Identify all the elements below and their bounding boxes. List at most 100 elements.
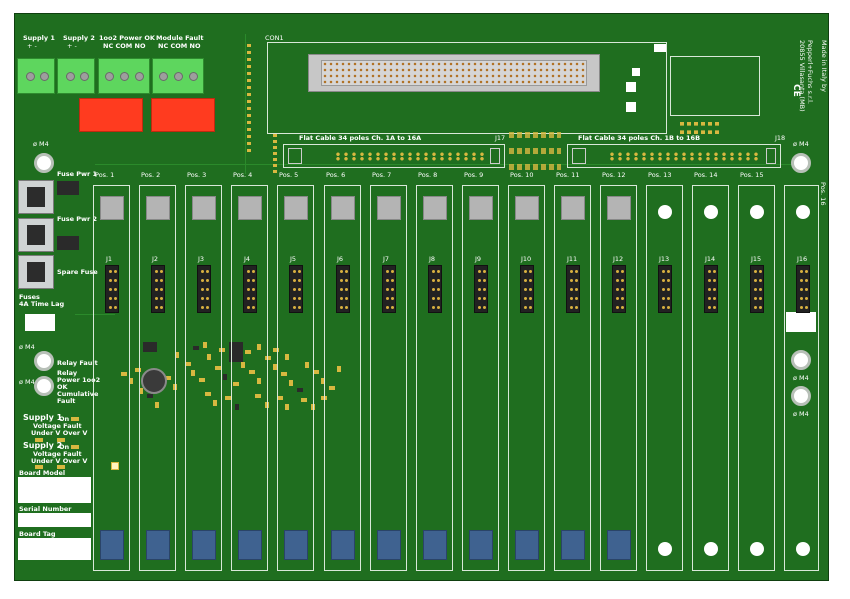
connector-pin <box>155 288 158 291</box>
module-connector <box>612 265 626 313</box>
con1-pad <box>626 82 636 92</box>
connector-pin <box>160 288 163 291</box>
position-label: Pos. 12 <box>602 171 626 179</box>
connector-pin <box>524 279 527 282</box>
connector-pin <box>708 297 711 300</box>
con1-body-outline <box>670 56 760 116</box>
mount-label: ø M4 <box>793 374 809 382</box>
maker-line2: Pepperl+Fuchs s.r.l. <box>806 40 814 104</box>
module-bottom-block <box>238 530 262 560</box>
smd-strip <box>247 44 251 154</box>
relay-power-label-2: Power 1oo2 <box>57 376 101 384</box>
module-bottom-block <box>515 530 539 560</box>
slot-hole <box>704 205 718 219</box>
smd-component <box>223 374 227 380</box>
module-slot <box>277 185 314 571</box>
slot-hole <box>796 205 810 219</box>
position-label: Pos. 13 <box>648 171 672 179</box>
connector-pin <box>252 270 255 273</box>
spare-fuse-label: Spare Fuse <box>57 268 98 276</box>
smd-cluster <box>115 332 345 412</box>
smd-component <box>203 342 207 348</box>
smd-array <box>509 132 561 170</box>
module-connector <box>382 265 396 313</box>
module-connector <box>750 265 764 313</box>
connector-pin <box>298 279 301 282</box>
module-bottom-block <box>331 530 355 560</box>
connector-pin <box>293 297 296 300</box>
smd-component <box>215 366 221 370</box>
terminal-screw <box>135 72 144 81</box>
connector-pin <box>524 297 527 300</box>
smd-component <box>281 372 287 376</box>
ce-mark: CE <box>791 84 801 97</box>
connector-label: J5 <box>290 255 297 263</box>
module-top-block <box>192 196 216 220</box>
connector-pin <box>109 306 112 309</box>
smd-component <box>297 388 303 392</box>
connector-pin <box>114 288 117 291</box>
connector-label: J13 <box>659 255 670 263</box>
module-top-block <box>561 196 585 220</box>
smd-component <box>241 362 245 368</box>
module-fault-pins: NC COM NO <box>158 42 201 50</box>
diode <box>57 236 79 250</box>
connector-pin <box>621 288 624 291</box>
connector-pin <box>109 288 112 291</box>
slot-hole <box>658 542 672 556</box>
j18-latch <box>766 148 776 164</box>
board-tag-field <box>18 538 91 560</box>
label-pad <box>786 312 816 332</box>
module-top-block <box>284 196 308 220</box>
supply1-status-title: Supply 1 <box>23 413 63 422</box>
connector-pin <box>754 288 757 291</box>
smd-component <box>199 378 205 382</box>
module-connector <box>243 265 257 313</box>
connector-pin <box>713 279 716 282</box>
connector-pin <box>293 270 296 273</box>
j17-latch <box>288 148 302 164</box>
module-slot <box>508 185 545 571</box>
module-top-block <box>469 196 493 220</box>
connector-pin <box>109 279 112 282</box>
connector-pin <box>391 306 394 309</box>
con1-outline <box>267 42 667 134</box>
smd-component <box>233 382 239 386</box>
supply2-on-label: On <box>59 443 70 451</box>
power-ok-terminal <box>98 58 150 94</box>
connector-pin <box>621 297 624 300</box>
supply1-polarity: + - <box>27 42 37 50</box>
module-top-block <box>100 196 124 220</box>
mounting-hole <box>34 351 54 371</box>
connector-pin <box>662 279 665 282</box>
smd-component <box>155 402 159 408</box>
connector-pin <box>206 297 209 300</box>
j17-label: J17 <box>495 134 506 142</box>
connector-pin <box>109 297 112 300</box>
connector-pin <box>432 270 435 273</box>
connector-pin <box>667 288 670 291</box>
connector-pin <box>662 270 665 273</box>
mounting-hole <box>791 153 811 173</box>
module-slot <box>231 185 268 571</box>
serial-number-label: Serial Number <box>19 505 72 513</box>
position-label: Pos. 9 <box>464 171 484 179</box>
connector-pin <box>432 306 435 309</box>
connector-pin <box>247 279 250 282</box>
smd-component <box>313 370 319 374</box>
smd-component <box>213 400 217 406</box>
connector-pin <box>201 288 204 291</box>
connector-pin <box>483 306 486 309</box>
connector-pin <box>524 288 527 291</box>
connector-pin <box>114 297 117 300</box>
smd-component <box>225 396 231 400</box>
connector-pin <box>432 297 435 300</box>
connector-pin <box>340 306 343 309</box>
connector-pin <box>524 306 527 309</box>
board-tag-label: Board Tag <box>19 530 56 538</box>
connector-pin <box>667 306 670 309</box>
con1-connector <box>308 54 600 92</box>
flat-cable-a-label: Flat Cable 34 poles Ch. 1A to 16A <box>299 134 422 142</box>
position-label: Pos. 1 <box>95 171 115 179</box>
connector-pin <box>345 270 348 273</box>
